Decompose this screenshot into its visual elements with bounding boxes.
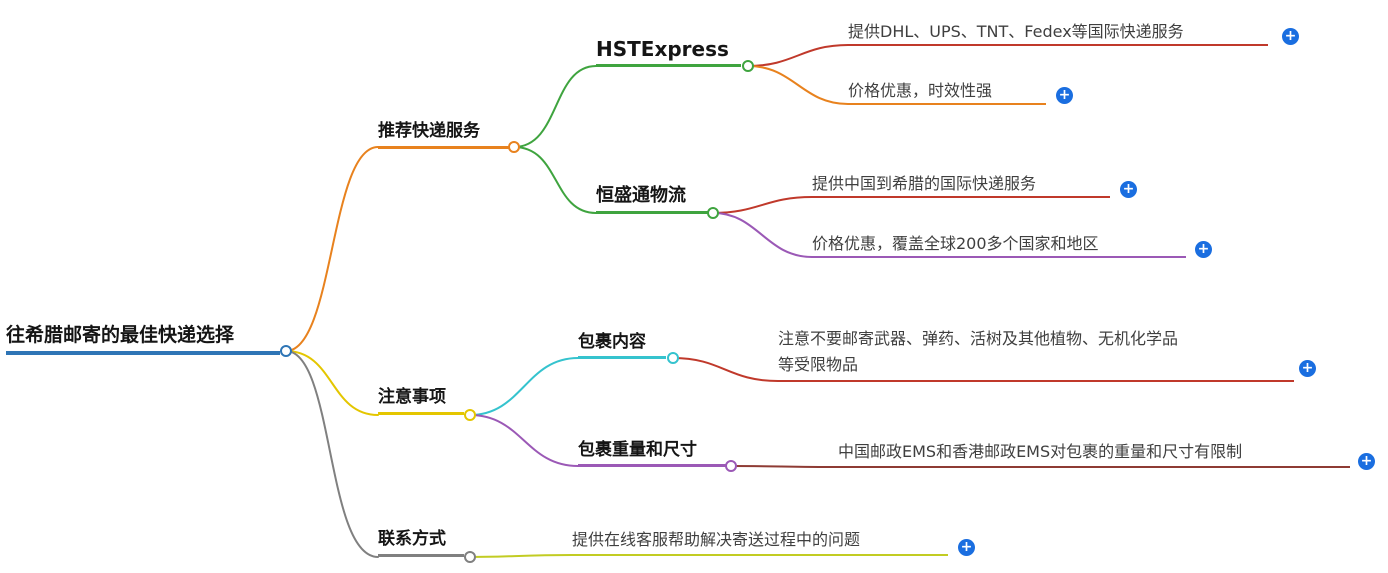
node-hengshengtong[interactable]: 恒盛通物流 bbox=[596, 184, 708, 214]
leaf-restricted-items-line1: 注意不要邮寄武器、弹药、活树及其他植物、无机化学品 bbox=[778, 329, 1179, 348]
edge-hengshengtong-leaf2 bbox=[712, 212, 813, 258]
edge-root-notes bbox=[285, 350, 379, 416]
edge-root-recommend bbox=[285, 146, 379, 352]
edge-hst-leaf2 bbox=[747, 65, 849, 105]
leaf-hst-intl-services[interactable]: 提供DHL、UPS、TNT、Fedex等国际快递服务 bbox=[848, 20, 1268, 46]
node-hengshengtong-handle[interactable] bbox=[707, 207, 719, 219]
branch-recommend-services[interactable]: 推荐快递服务 bbox=[378, 118, 510, 149]
edge-hst-leaf1 bbox=[747, 44, 849, 67]
edge-content-leaf bbox=[672, 357, 779, 382]
branch-contact-handle[interactable] bbox=[464, 551, 476, 563]
leaf-hst-china-greece[interactable]: 提供中国到希腊的国际快递服务 bbox=[812, 172, 1110, 198]
expand-button[interactable]: + bbox=[958, 539, 975, 556]
branch-notes[interactable]: 注意事项 bbox=[378, 384, 464, 415]
expand-button[interactable]: + bbox=[1358, 453, 1375, 470]
expand-button[interactable]: + bbox=[1056, 87, 1073, 104]
edge-notes-weight bbox=[469, 414, 579, 467]
expand-button[interactable]: + bbox=[1120, 181, 1137, 198]
node-package-content-handle[interactable] bbox=[667, 352, 679, 364]
root-node-handle[interactable] bbox=[280, 345, 292, 357]
leaf-online-support[interactable]: 提供在线客服帮助解决寄送过程中的问题 bbox=[572, 528, 948, 556]
node-package-weight-size[interactable]: 包裹重量和尺寸 bbox=[578, 438, 726, 467]
expand-button[interactable]: + bbox=[1282, 28, 1299, 45]
leaf-hst-coverage[interactable]: 价格优惠，覆盖全球200多个国家和地区 bbox=[812, 232, 1186, 258]
branch-notes-handle[interactable] bbox=[464, 409, 476, 421]
node-hstexpress[interactable]: HSTExpress bbox=[596, 36, 741, 67]
branch-recommend-handle[interactable] bbox=[508, 141, 520, 153]
root-node[interactable]: 往希腊邮寄的最佳快递选择 bbox=[6, 322, 280, 355]
edge-notes-content bbox=[469, 357, 579, 416]
edge-hengshengtong-leaf1 bbox=[712, 196, 813, 214]
expand-button[interactable]: + bbox=[1299, 360, 1316, 377]
edge-root-contact bbox=[285, 350, 379, 558]
leaf-restricted-items-line2: 等受限物品 bbox=[778, 355, 859, 374]
leaf-hst-price[interactable]: 价格优惠，时效性强 bbox=[848, 79, 1046, 105]
edge-weight-leaf bbox=[730, 465, 839, 468]
edge-contact-leaf bbox=[469, 554, 573, 558]
node-package-weight-size-handle[interactable] bbox=[725, 460, 737, 472]
edge-recommend-hst bbox=[513, 65, 597, 148]
expand-button[interactable]: + bbox=[1195, 241, 1212, 258]
branch-contact[interactable]: 联系方式 bbox=[378, 526, 464, 557]
node-hstexpress-handle[interactable] bbox=[742, 60, 754, 72]
leaf-restricted-items[interactable]: 注意不要邮寄武器、弹药、活树及其他植物、无机化学品 等受限物品 bbox=[778, 326, 1294, 382]
node-package-content[interactable]: 包裹内容 bbox=[578, 330, 666, 359]
leaf-ems-limits[interactable]: 中国邮政EMS和香港邮政EMS对包裹的重量和尺寸有限制 bbox=[838, 440, 1350, 468]
edge-recommend-hengshengtong bbox=[513, 146, 597, 214]
